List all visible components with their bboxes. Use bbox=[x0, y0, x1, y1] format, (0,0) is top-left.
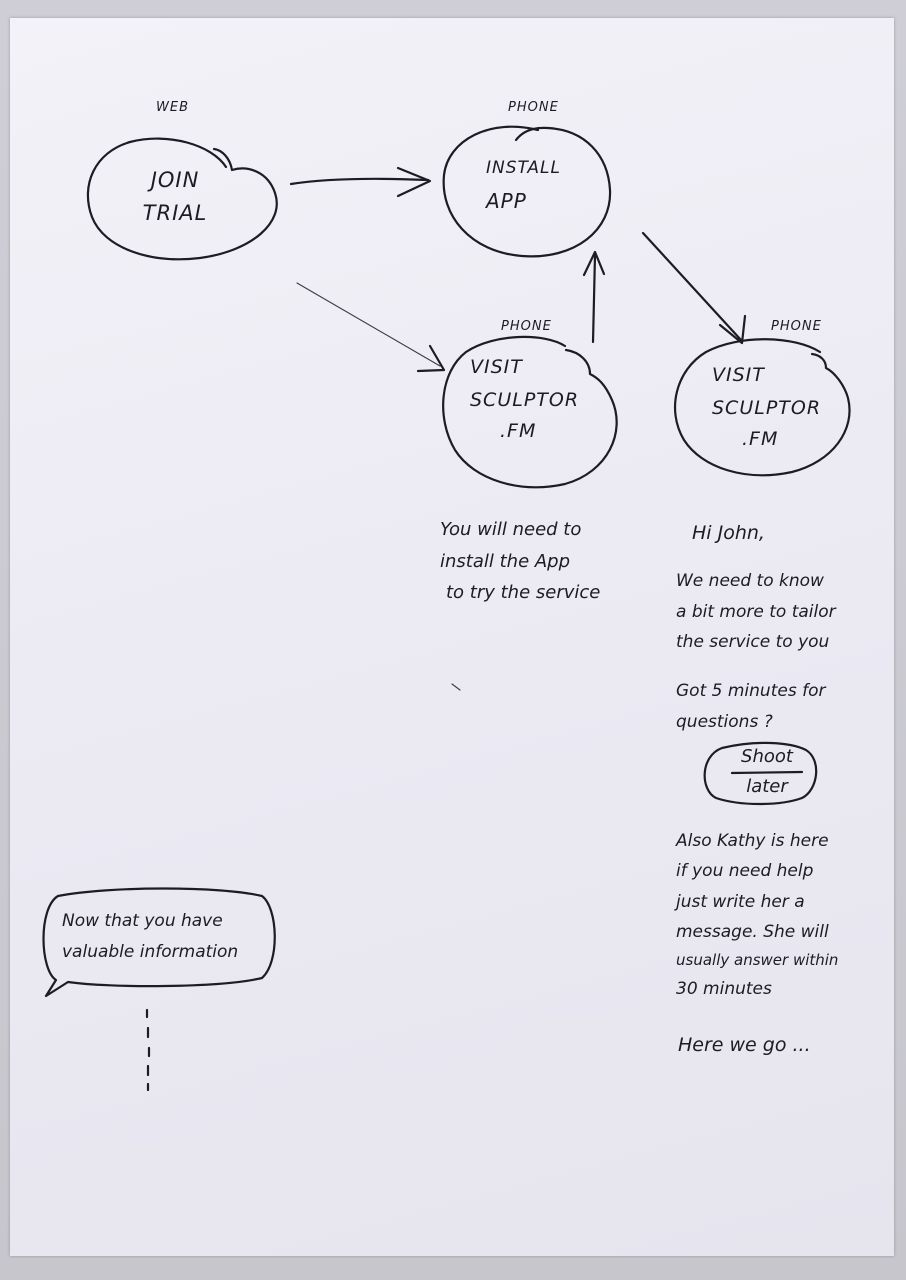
intro-line-3: the service to you bbox=[676, 632, 830, 653]
install-app-line-1: INSTALL bbox=[486, 158, 561, 178]
join-trial-line-2: TRIAL bbox=[142, 201, 208, 225]
install-app-note: You will need to install the App to try … bbox=[440, 514, 600, 609]
visit-right-line-2: SCULPTOR bbox=[712, 397, 822, 419]
shoot-later-button-outline bbox=[703, 741, 818, 806]
join-trial-circle bbox=[86, 137, 278, 261]
install-app-node: INSTALL APP bbox=[486, 158, 561, 213]
install-app-circle bbox=[442, 125, 612, 258]
help-line-4: message. She will bbox=[676, 921, 829, 942]
speech-bubble-outline bbox=[42, 887, 276, 998]
greeting-text: Hi John, bbox=[692, 522, 765, 544]
help-line-3: just write her a bbox=[676, 891, 805, 912]
visit-right-platform-label: PHONE bbox=[771, 319, 822, 334]
intro-text: We need to know a bit more to tailor the… bbox=[676, 566, 836, 658]
question-text: Got 5 minutes for questions ? bbox=[676, 676, 825, 737]
visit-left-line-2: SCULPTOR bbox=[470, 389, 580, 411]
visit-left-line-1: VISIT bbox=[470, 356, 523, 378]
visit-left-platform-label: PHONE bbox=[501, 319, 552, 334]
speech-line-2: valuable information bbox=[62, 941, 239, 962]
later-button[interactable]: later bbox=[746, 776, 788, 797]
pen-mark bbox=[451, 683, 461, 691]
shoot-button[interactable]: Shoot bbox=[741, 746, 793, 767]
help-text: Also Kathy is here if you need help just… bbox=[676, 826, 838, 1004]
arrowhead-up bbox=[582, 250, 606, 277]
visit-right-line-1: VISIT bbox=[712, 364, 765, 386]
help-line-2: if you need help bbox=[676, 861, 814, 882]
help-line-1: Also Kathy is here bbox=[676, 831, 829, 851]
speech-line-1: Now that you have bbox=[62, 911, 223, 931]
help-line-5: usually answer within bbox=[676, 951, 839, 969]
visit-right-line-3: .FM bbox=[742, 428, 779, 450]
arrow-join-to-visit-left bbox=[296, 282, 441, 367]
install-note-line-3: to try the service bbox=[446, 582, 601, 603]
join-platform-label: WEB bbox=[156, 100, 189, 115]
join-trial-node: JOIN TRIAL bbox=[120, 170, 230, 224]
arrowhead-visit-right bbox=[718, 314, 747, 345]
visit-sculptor-left-node: VISIT SCULPTOR .FM bbox=[470, 358, 579, 441]
visit-sculptor-right-circle bbox=[673, 338, 851, 477]
question-line-2: questions ? bbox=[676, 711, 773, 732]
arrow-visit-left-to-install bbox=[591, 253, 597, 344]
speech-bubble-text: Now that you have valuable information bbox=[62, 906, 238, 967]
install-note-line-1: You will need to bbox=[440, 519, 582, 540]
paper-sheet bbox=[10, 18, 894, 1256]
arrow-join-to-install bbox=[289, 177, 430, 186]
install-platform-label: PHONE bbox=[508, 100, 559, 115]
install-app-line-2: APP bbox=[486, 189, 527, 213]
join-trial-line-1: JOIN bbox=[150, 168, 200, 192]
arrowhead-install bbox=[396, 166, 432, 198]
arrow-install-to-visit-right bbox=[641, 231, 743, 342]
question-line-1: Got 5 minutes for bbox=[676, 681, 826, 701]
closing-text: Here we go ... bbox=[678, 1034, 811, 1056]
shoot-later-divider bbox=[730, 770, 804, 775]
install-note-line-2: install the App bbox=[440, 550, 571, 572]
arrowhead-visit-left bbox=[416, 344, 446, 373]
intro-line-1: We need to know bbox=[676, 571, 824, 591]
visit-left-line-3: .FM bbox=[500, 420, 537, 442]
visit-sculptor-left-circle bbox=[442, 335, 618, 489]
help-line-6: 30 minutes bbox=[676, 978, 772, 999]
intro-line-2: a bit more to tailor bbox=[676, 601, 836, 622]
visit-sculptor-right-node: VISIT SCULPTOR .FM bbox=[712, 366, 821, 449]
dotted-continuation bbox=[145, 1008, 151, 1092]
